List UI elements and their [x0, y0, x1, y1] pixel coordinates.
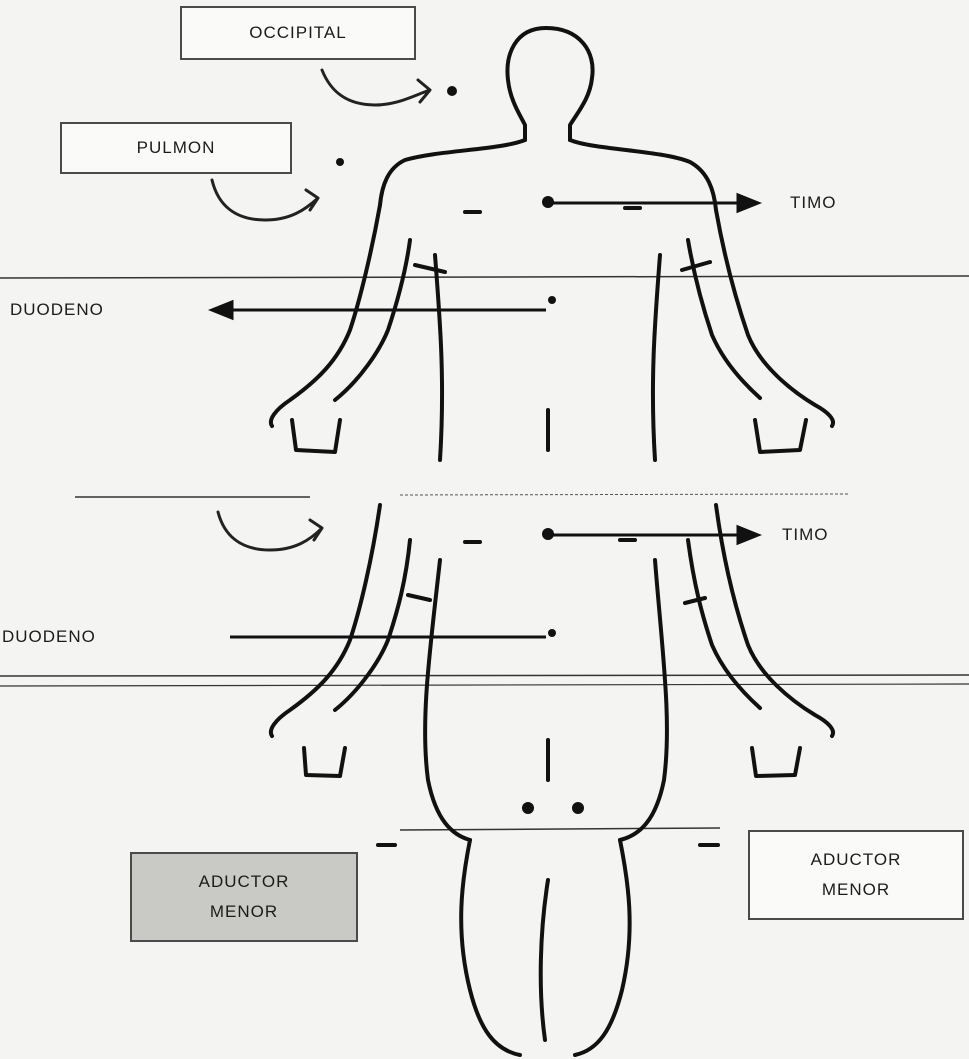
lower-body-figure — [271, 505, 833, 1055]
divider-line — [0, 675, 969, 676]
occipital-label: OCCIPITAL — [249, 18, 346, 48]
aductor-menor-box-left: ADUCTOR MENOR — [130, 852, 358, 942]
aductor-point-left — [522, 802, 534, 814]
duodeno-point-lower — [548, 629, 556, 637]
pulmon-point — [336, 158, 344, 166]
pulmon-label: PULMON — [137, 133, 216, 163]
occipital-label-box: OCCIPITAL — [180, 6, 416, 60]
duodeno-point-upper — [548, 296, 556, 304]
divider-line — [400, 494, 850, 495]
aductor-menor-box-right: ADUCTOR MENOR — [748, 830, 964, 920]
aductor-left-line2: MENOR — [199, 897, 290, 927]
curved-arrow-occipital — [322, 70, 430, 105]
timo-label-lower: TIMO — [782, 525, 829, 545]
timo-label-upper: TIMO — [790, 193, 837, 213]
aductor-right-line1: ADUCTOR — [811, 845, 902, 875]
divider-line — [0, 684, 969, 686]
upper-body-figure — [271, 28, 833, 460]
aductor-left-line1: ADUCTOR — [199, 867, 290, 897]
divider-line — [0, 276, 969, 278]
curved-arrow-lower — [218, 512, 322, 550]
straight-arrows — [212, 195, 758, 637]
duodeno-label-lower: DUODENO — [2, 627, 96, 647]
upper-markings — [415, 208, 710, 450]
aductor-point-right — [572, 802, 584, 814]
duodeno-label-upper: DUODENO — [10, 300, 104, 320]
pulmon-label-box: PULMON — [60, 122, 292, 174]
occipital-point — [447, 86, 457, 96]
curved-arrow-pulmon — [212, 180, 318, 220]
aductor-right-line2: MENOR — [811, 875, 902, 905]
